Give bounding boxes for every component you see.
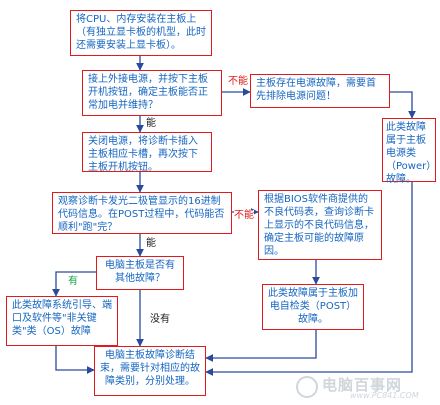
arrow-power-fault-to-power-class <box>390 91 416 119</box>
label-cannot-post: 不能 <box>234 210 254 222</box>
watermark-text: 电脑百事网 <box>322 376 403 394</box>
box-other-fault: 电脑主板是否有其他故障？ <box>96 256 184 290</box>
box-end: 电脑主板故障诊断结束，需要针对相应的故障类别，分别处理。 <box>94 346 206 396</box>
label-cannot-power: 不能 <box>228 76 248 88</box>
arrow-os-class-to-end <box>55 346 95 374</box>
watermark-logo-icon <box>296 376 318 398</box>
box-os-class: 此类故障系统引导、端口及软件等"非关键类"类（OS）故障 <box>6 296 118 346</box>
box-install: 将CPU、内存安装在主板上（有独立显卡板的机型，此时还需要安装上显卡板）。 <box>70 10 212 56</box>
box-power-fault: 主板存在电源故障，需要首先排除电源问题！ <box>250 74 390 108</box>
box-observe: 观察诊断卡发光二极管显示的16进制代码信息。在POST过程中，代码能否顺利"跑"… <box>52 192 232 234</box>
box-power-on: 接上外接电源，并按下主板开机按钮，确定主板能否正常加电并维持？ <box>82 70 222 116</box>
arrow-power-class-to-end <box>205 182 413 376</box>
label-can-power: 能 <box>146 118 156 130</box>
label-no-other: 没有 <box>150 314 170 326</box>
label-can-post: 能 <box>146 238 156 250</box>
box-power-class: 此类故障属于主板电源类（Power）故障。 <box>382 118 436 185</box>
arrow-other-fault-to-os-class <box>52 271 96 297</box>
arrow-post-class-to-end <box>205 330 317 362</box>
box-bios-lookup: 根据BIOS软件商提供的不良代码表，查询诊断卡上显示的不良代码信息，确定主板可能… <box>258 190 382 260</box>
label-has-other: 有 <box>68 276 78 288</box>
watermark-url: www.PC841.COM <box>350 391 419 400</box>
box-post-class: 此类故障属于主板加电自检类（POST）故障。 <box>262 284 364 330</box>
box-insert-card: 关闭电源，将诊断卡插入主板相应卡槽，再次按下主板开机按钮。 <box>82 132 212 173</box>
